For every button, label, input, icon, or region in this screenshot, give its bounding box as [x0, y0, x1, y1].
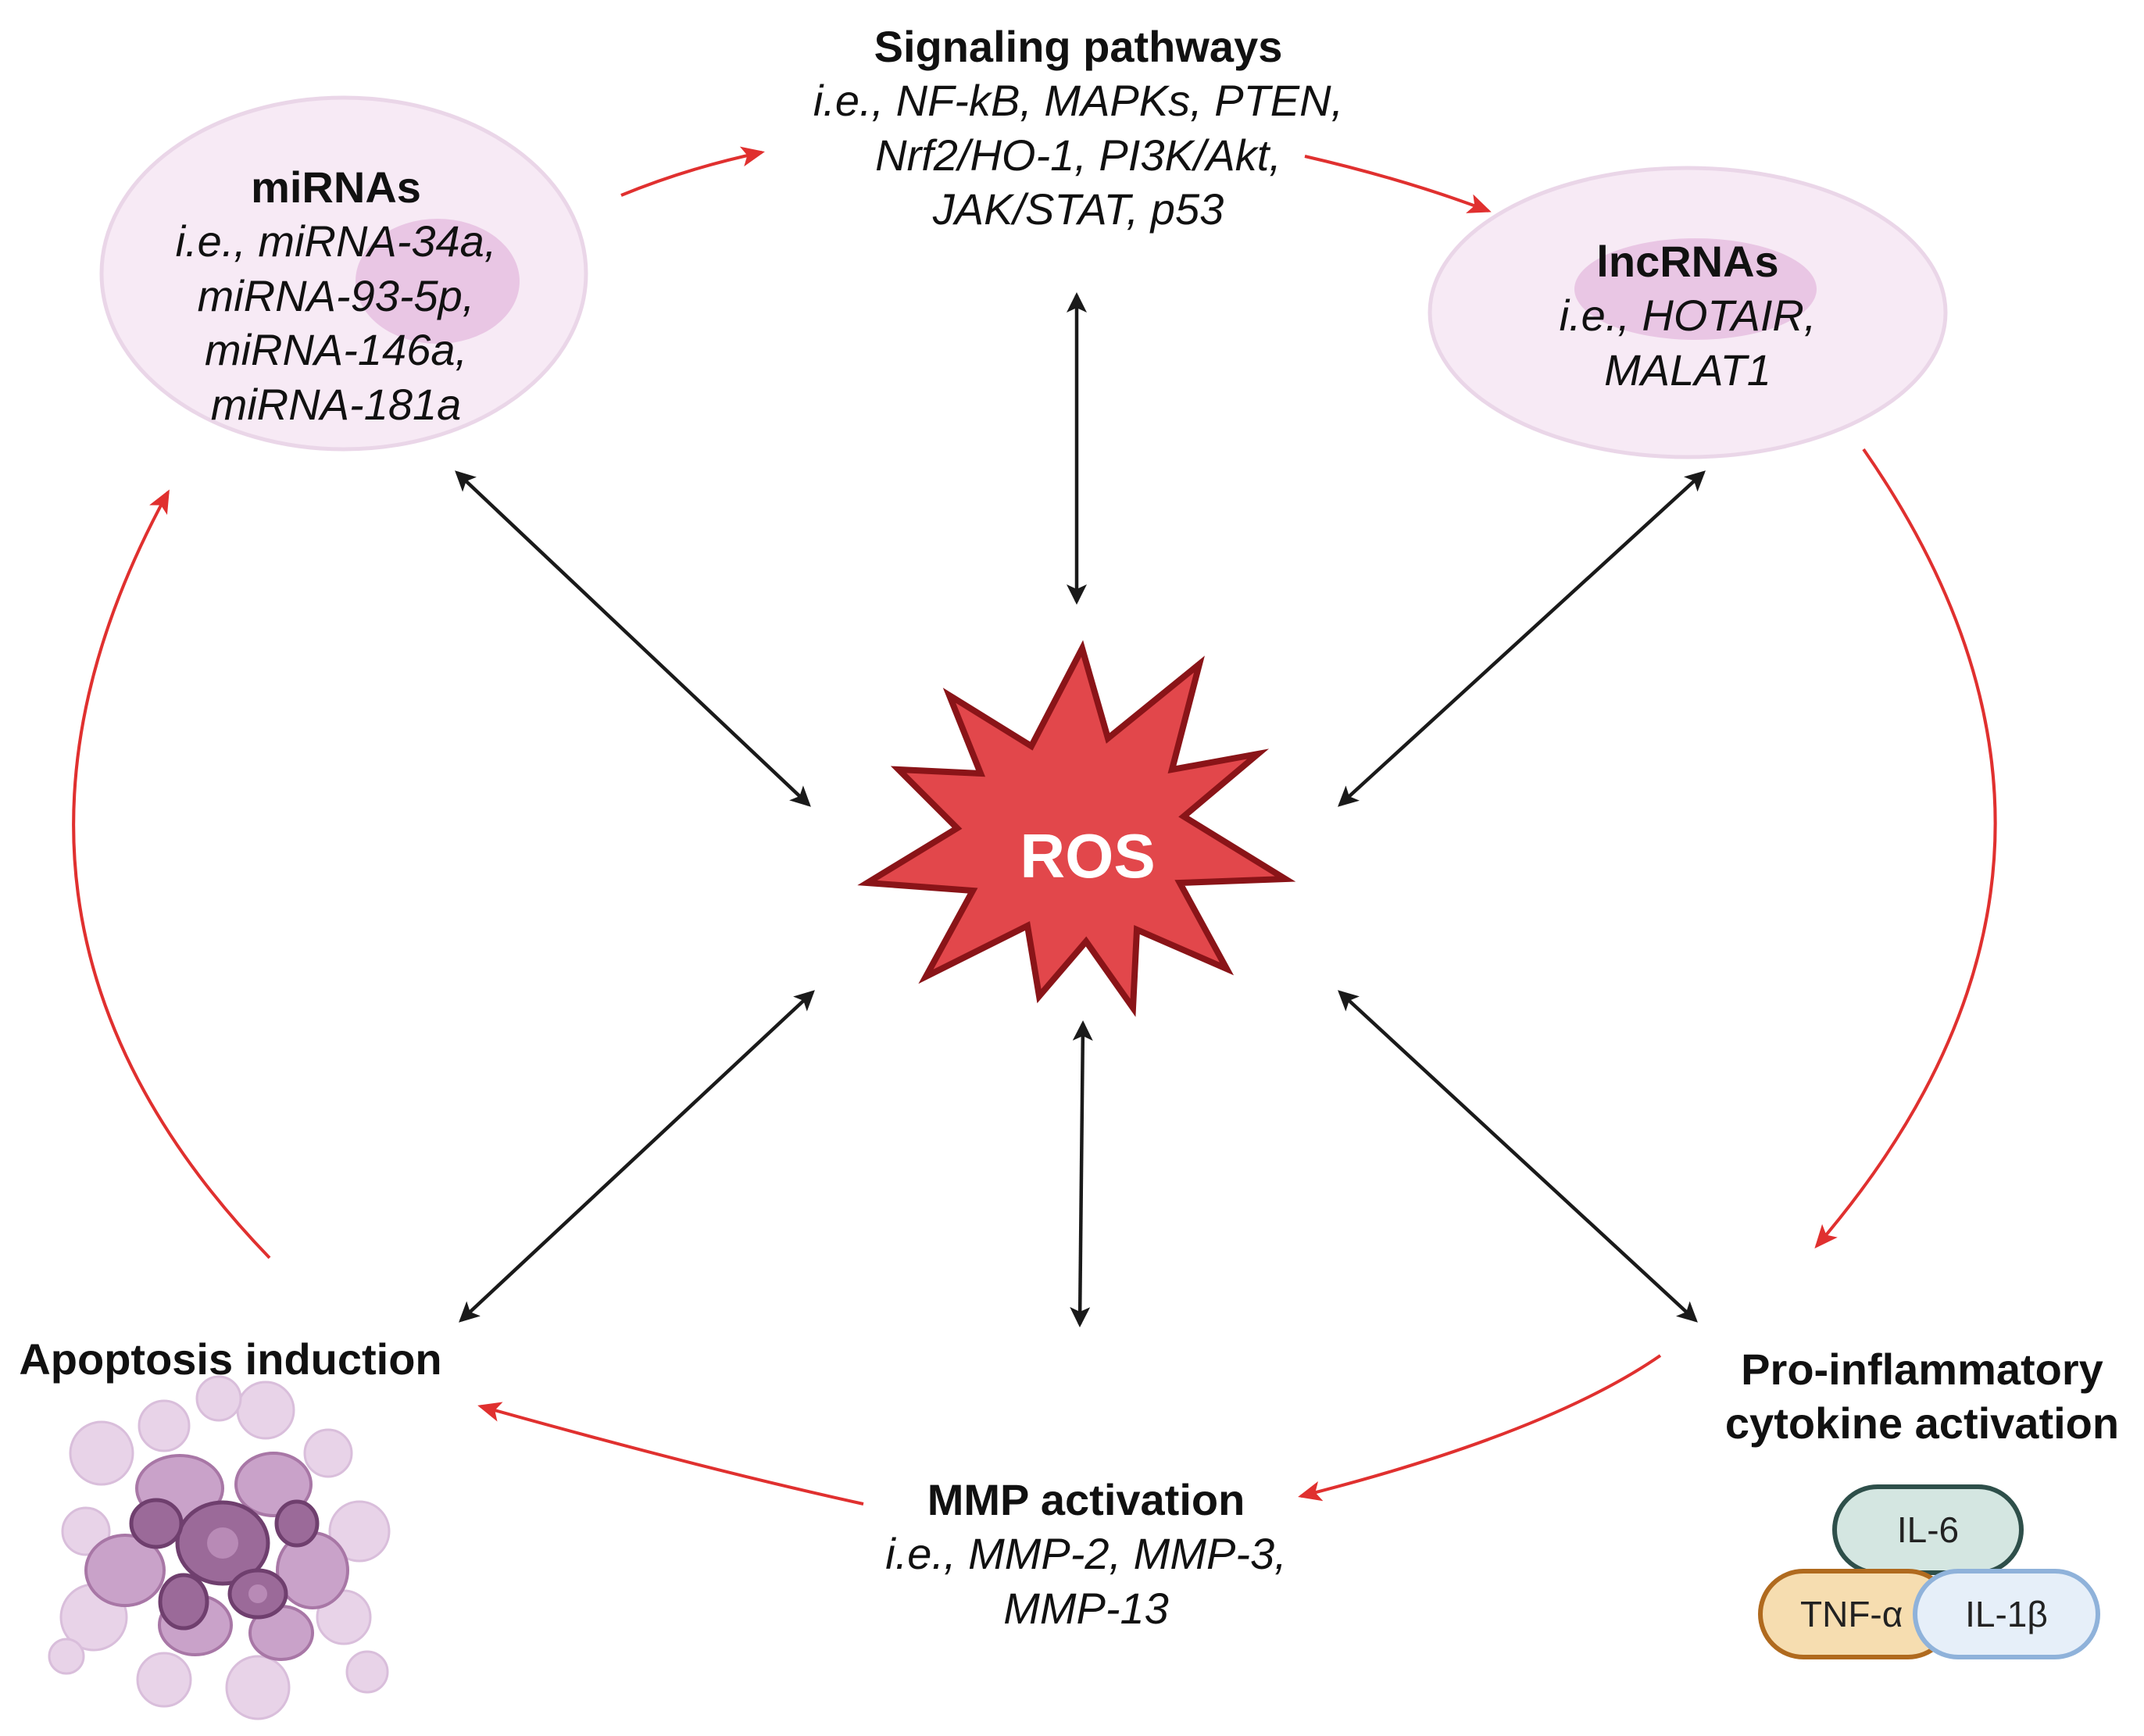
ros-label: ROS	[1020, 821, 1155, 891]
link-ros-mirnas	[455, 470, 811, 807]
signaling-example: i.e., NF-kB, MAPKs, PTEN,	[813, 76, 1344, 126]
mirna-cell-icon	[99, 95, 588, 452]
mmp-node: MMP activation i.e., MMP-2, MMP-3, MMP-1…	[813, 1473, 1360, 1635]
lncrnas-example: i.e., HOTAIR,	[1559, 291, 1817, 341]
arrow-apoptosis-to-mirna	[72, 489, 271, 1259]
mirnas-example: i.e., miRNA-34a,	[175, 216, 497, 266]
mirnas-example: miRNA-146a,	[204, 325, 468, 375]
apoptotic-cell-cluster-icon	[48, 1375, 391, 1720]
lncrnas-title: lncRNAs	[1596, 237, 1779, 286]
mmp-example: MMP-13	[1003, 1583, 1169, 1633]
lncrnas-example: MALAT1	[1604, 345, 1771, 395]
lncrnas-node: lncRNAs i.e., HOTAIR, MALAT1	[1500, 234, 1875, 397]
apoptosis-node: Apoptosis induction	[8, 1332, 453, 1386]
ros-burst-icon	[857, 640, 1296, 1017]
arrow-mirna-to-signaling	[620, 146, 765, 197]
mmp-example: i.e., MMP-2, MMP-3,	[885, 1529, 1287, 1579]
il6-badge: IL-6	[1832, 1484, 2024, 1575]
signaling-example: JAK/STAT, p53	[932, 184, 1224, 234]
link-ros-cytokine	[1338, 990, 1698, 1323]
apoptosis-title: Apoptosis induction	[19, 1334, 442, 1384]
mmp-title: MMP activation	[927, 1475, 1245, 1524]
link-ros-lncrnas	[1338, 470, 1706, 807]
il1b-badge: IL-1β	[1913, 1569, 2100, 1659]
cytokine-title: cytokine activation	[1724, 1398, 2120, 1448]
arrow-cytokine-to-mmp	[1298, 1354, 1662, 1502]
arrow-signaling-to-lncrna	[1304, 155, 1492, 213]
mirnas-title: miRNAs	[251, 163, 421, 212]
cytokine-node: Pro-inflammatory cytokine activation	[1707, 1342, 2137, 1451]
ros-links	[455, 292, 1706, 1327]
signaling-example: Nrf2/HO-1, PI3K/Akt,	[875, 130, 1281, 180]
arrow-lncrna-to-cytokine	[1814, 448, 1997, 1249]
signaling-node: Signaling pathways i.e., NF-kB, MAPKs, P…	[727, 20, 1430, 237]
link-ros-apoptosis	[459, 990, 815, 1323]
mirnas-node: miRNAs i.e., miRNA-34a, miRNA-93-5p, miR…	[141, 160, 531, 431]
cycle-arrows	[72, 146, 1997, 1506]
mirnas-example: miRNA-93-5p,	[197, 270, 475, 320]
signaling-title: Signaling pathways	[874, 22, 1283, 71]
link-ros-mmp	[1070, 1020, 1093, 1327]
cytokine-title: Pro-inflammatory	[1741, 1345, 2103, 1394]
mirnas-example: miRNA-181a	[210, 379, 462, 429]
arrow-mmp-to-apoptosis	[477, 1402, 864, 1506]
lncrna-cell-icon	[1428, 166, 1948, 459]
